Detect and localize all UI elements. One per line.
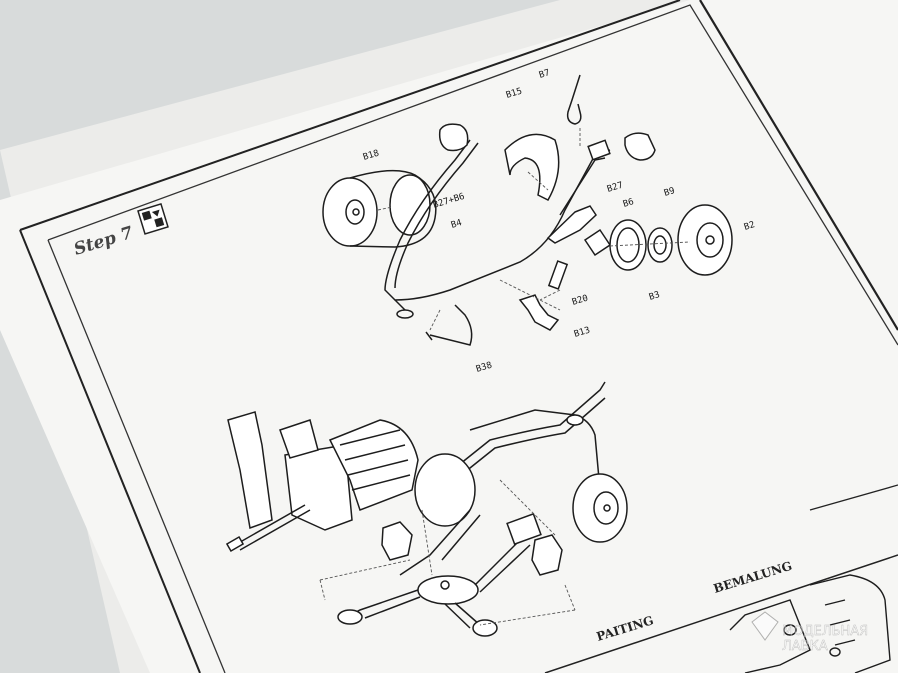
left-wheel xyxy=(322,177,378,247)
callout-b13: B13 xyxy=(573,326,591,340)
watermark-line1: МОДЕЛЬНАЯ xyxy=(782,624,868,639)
callout-b7: B7 xyxy=(538,68,551,81)
callout-b6: B6 xyxy=(622,197,635,210)
watermark-logo-icon xyxy=(751,611,779,641)
callout-b20: B20 xyxy=(571,294,589,308)
section-divider xyxy=(544,554,898,673)
assembly-icon xyxy=(137,203,169,235)
assembled-view-bottom xyxy=(225,381,628,637)
callout-b15: B15 xyxy=(505,87,523,101)
callout-b4: B4 xyxy=(450,218,463,231)
callout-b27: B27 xyxy=(606,181,624,195)
right-wheel xyxy=(677,204,733,276)
callout-b18: B18 xyxy=(362,149,380,163)
watermark-line2: ЛАВКА xyxy=(782,639,828,654)
store-watermark: МОДЕЛЬНАЯ ЛАВКА xyxy=(751,611,868,654)
inner-border xyxy=(47,4,898,346)
part-callouts: B18 B7 B15 B27+B6 B4 B27 B6 B9 B2 B20 B3… xyxy=(362,68,756,375)
callout-b9: B9 xyxy=(663,186,676,199)
paint-diagram-partial xyxy=(729,574,891,673)
exploded-view-top xyxy=(322,74,733,346)
callout-b38: B38 xyxy=(475,361,493,375)
callout-b2: B2 xyxy=(743,220,756,233)
callout-b3: B3 xyxy=(648,290,661,303)
